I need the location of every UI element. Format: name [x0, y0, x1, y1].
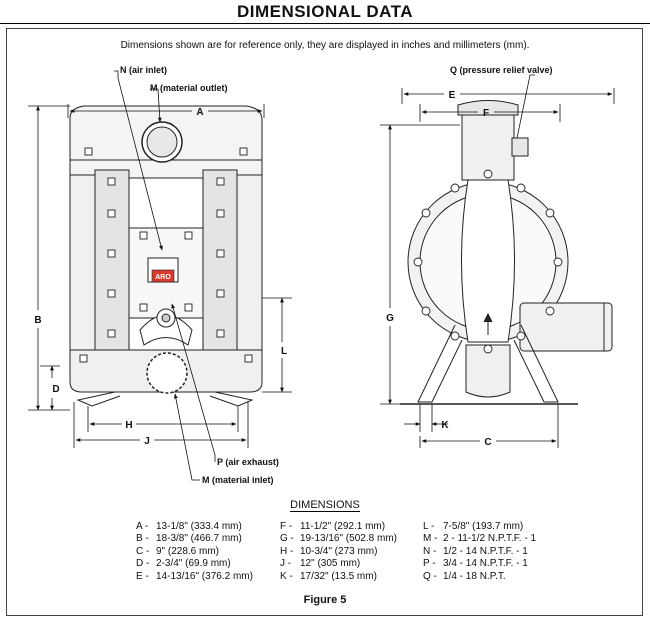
- dimension-row: K - 17/32" (13.5 mm): [280, 571, 397, 583]
- dimension-row: H - 10-3/4" (273 mm): [280, 546, 397, 558]
- dimensions-column-1: A - 13-1/8" (333.4 mm) B - 18-3/8" (466.7 …: [136, 521, 253, 583]
- dimension-value: 9" (228.6 mm): [156, 545, 220, 557]
- callout-n: N (air inlet): [120, 65, 167, 75]
- page-title-bar: DIMENSIONAL DATA: [0, 0, 650, 26]
- dimension-row: G - 19-13/16" (502.8 mm): [280, 533, 397, 545]
- dim-l-label: L: [281, 346, 287, 357]
- callout-labels: N (air inlet) M (material outlet) Q (pre…: [120, 65, 553, 485]
- dimension-key: M -: [423, 533, 438, 545]
- callout-leaders: [114, 70, 535, 481]
- callout-m-outlet: M (material outlet): [150, 83, 228, 93]
- dim-e-label: E: [449, 90, 456, 101]
- bolt-heads: [79, 147, 253, 363]
- dimension-key: G -: [280, 533, 294, 545]
- dimension-value: 18-3/8" (466.7 mm): [156, 533, 242, 545]
- dimension-row: P - 3/4 - 14 N.P.T.F. - 1: [423, 558, 536, 570]
- dimension-value: 2-3/4" (69.9 mm): [156, 558, 231, 570]
- dimension-value: 19-13/16" (502.8 mm): [300, 533, 397, 545]
- dimension-row: E - 14-13/16" (376.2 mm): [136, 571, 253, 583]
- title-rule: [0, 23, 650, 24]
- badge: ARO: [151, 269, 175, 283]
- dimension-value: 3/4 - 14 N.P.T.F. - 1: [443, 558, 528, 570]
- dimension-key: B -: [136, 533, 149, 545]
- dimension-key: C -: [136, 545, 150, 557]
- side-bolts: [413, 169, 563, 354]
- side-dimensions: [380, 88, 615, 448]
- side-view-pump: [400, 100, 613, 405]
- dimension-key: N -: [423, 545, 437, 557]
- dimension-key: E -: [136, 570, 149, 582]
- dimension-row: B - 18-3/8" (466.7 mm): [136, 533, 253, 545]
- dimension-key: J -: [280, 558, 292, 570]
- dimension-value: 12" (305 mm): [300, 558, 361, 570]
- callout-q: Q (pressure relief valve): [450, 65, 553, 75]
- front-dimensions: [28, 104, 292, 448]
- dimension-value: 1/4 - 18 N.P.T.: [443, 570, 506, 582]
- callout-p: P (air exhaust): [217, 457, 279, 467]
- dimension-value: 1/2 - 14 N.P.T.F. - 1: [443, 545, 528, 557]
- dimension-value: 13-1/8" (333.4 mm): [156, 521, 242, 532]
- dimension-key: K -: [280, 570, 293, 582]
- dim-a-label: A: [196, 107, 203, 118]
- dim-g-label: G: [386, 313, 394, 324]
- dim-b-label: B: [34, 315, 41, 326]
- dimension-row: J - 12" (305 mm): [280, 558, 397, 570]
- dim-d-label: D: [52, 384, 59, 395]
- dimension-value: 11-1/2" (292.1 mm): [300, 521, 386, 532]
- page-title: DIMENSIONAL DATA: [236, 2, 414, 21]
- dimensions-heading: DIMENSIONS: [290, 499, 360, 512]
- dimension-row: A - 13-1/8" (333.4 mm): [136, 521, 253, 533]
- dimension-row: N - 1/2 - 14 N.P.T.F. - 1: [423, 546, 536, 558]
- dim-h-label: H: [125, 420, 132, 431]
- badge-text: ARO: [155, 274, 171, 281]
- dim-j-label: J: [144, 436, 150, 447]
- dimension-row: C - 9" (228.6 mm): [136, 546, 253, 558]
- reference-note: Dimensions shown are for reference only,…: [120, 40, 530, 51]
- dimension-key: D -: [136, 558, 150, 570]
- dimension-key: A -: [136, 521, 149, 532]
- dimension-row: D - 2-3/4" (69.9 mm): [136, 558, 253, 570]
- dimensions-table-title: DIMENSIONS: [0, 499, 650, 512]
- dimension-letters: A B D H J L E F G K C: [34, 90, 491, 448]
- dimension-value: 2 - 11-1/2 N.P.T.F. - 1: [443, 533, 537, 545]
- dimensions-column-3: L - 7-5/8" (193.7 mm) M - 2 - 11-1/2 N.P.T…: [423, 521, 536, 583]
- dimension-value: 17/32" (13.5 mm): [300, 570, 377, 582]
- dimensions-column-2: F - 11-1/2" (292.1 mm) G - 19-13/16" (502.…: [280, 521, 397, 583]
- figure-frame: [6, 28, 643, 616]
- dimension-value: 10-3/4" (273 mm): [300, 545, 378, 557]
- dimension-key: L -: [423, 521, 435, 532]
- dimension-value: 7-5/8" (193.7 mm): [443, 521, 524, 532]
- dimension-key: H -: [280, 545, 294, 557]
- dimension-value: 14-13/16" (376.2 mm): [156, 570, 253, 582]
- dimension-row: M - 2 - 11-1/2 N.P.T.F. - 1: [423, 533, 536, 545]
- dimension-row: Q - 1/4 - 18 N.P.T.: [423, 571, 536, 583]
- dimension-key: Q -: [423, 570, 437, 582]
- dimension-row: F - 11-1/2" (292.1 mm): [280, 521, 397, 533]
- dimension-key: P -: [423, 558, 436, 570]
- dim-f-label: F: [483, 108, 489, 119]
- dimension-row: L - 7-5/8" (193.7 mm): [423, 521, 536, 533]
- dimension-key: F -: [280, 521, 293, 532]
- figure-caption: Figure 5: [303, 594, 347, 606]
- dim-c-label: C: [484, 437, 491, 448]
- callout-m-inlet: M (material inlet): [202, 475, 274, 485]
- dim-k-label: K: [441, 420, 449, 431]
- front-view-ports: [139, 121, 193, 394]
